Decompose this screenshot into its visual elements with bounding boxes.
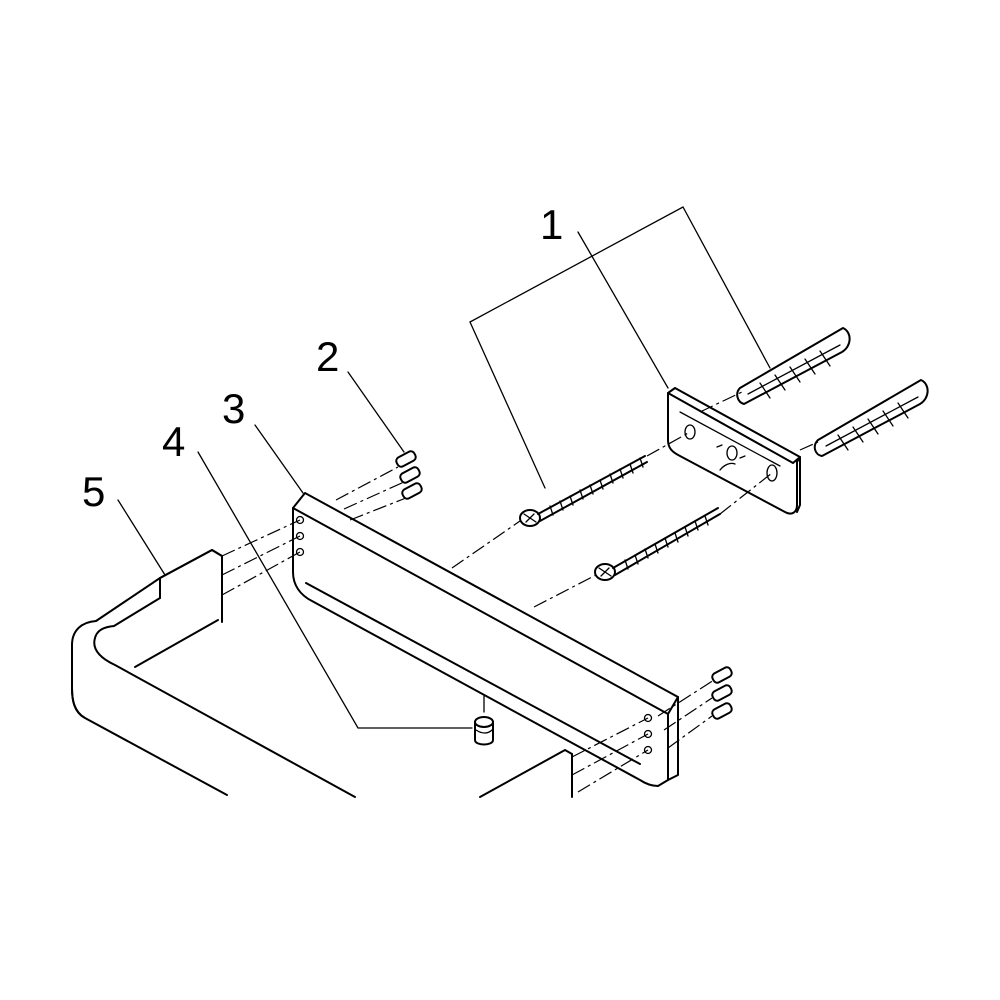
part-2-set-screws-right bbox=[711, 666, 733, 720]
part-3-rail bbox=[292, 492, 679, 787]
part-5-bar-frame bbox=[71, 549, 573, 798]
callout-1: 1 bbox=[540, 201, 563, 248]
callout-3: 3 bbox=[222, 385, 245, 432]
wood-screw-upper bbox=[519, 455, 648, 527]
callout-5: 5 bbox=[82, 468, 105, 515]
wall-plug-lower bbox=[813, 379, 929, 457]
callout-2: 2 bbox=[316, 333, 339, 380]
wall-plug-upper bbox=[736, 327, 851, 405]
assembly-centerlines bbox=[221, 391, 819, 793]
wood-screw-lower bbox=[594, 507, 721, 581]
part-1-wall-bracket bbox=[667, 387, 801, 515]
part-2-set-screws-left bbox=[395, 450, 423, 500]
leader-lines bbox=[117, 206, 771, 729]
callout-labels: 1 2 3 4 5 bbox=[82, 201, 563, 515]
part-4-end-cap bbox=[474, 695, 494, 746]
callout-4: 4 bbox=[162, 418, 185, 465]
